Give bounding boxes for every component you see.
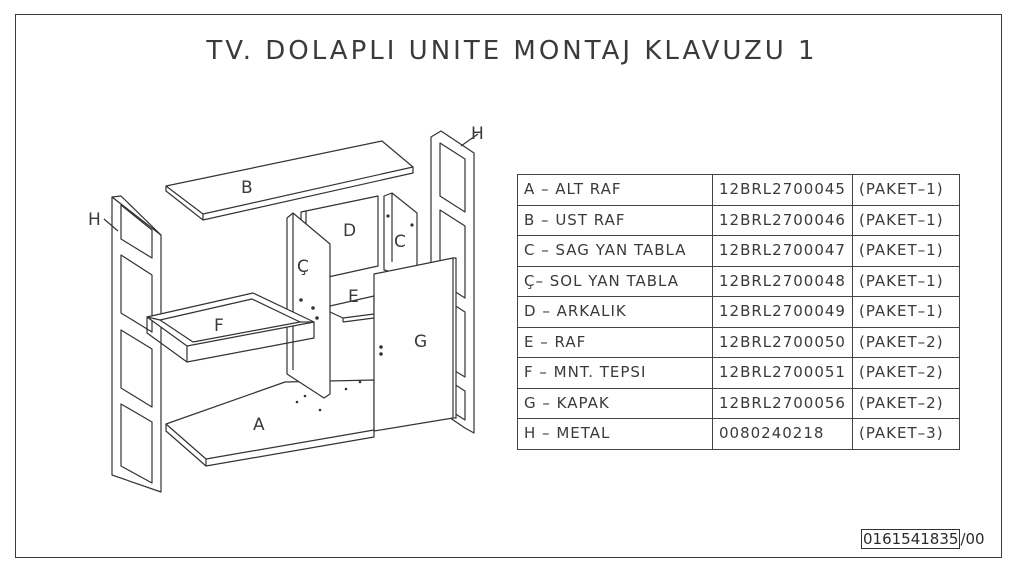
doc-number-box: 0161541835: [861, 529, 961, 549]
part-code: 12BRL2700049: [712, 296, 853, 328]
left-metal-frame: [111, 195, 162, 493]
screw-holes: [295, 380, 362, 412]
part-code: 12BRL2700048: [712, 265, 853, 297]
part-package: (PAKET–1): [851, 235, 960, 267]
label-c: C: [394, 232, 406, 252]
part-label: F – MNT. TEPSI: [517, 357, 713, 389]
tray-f: [146, 292, 315, 363]
label-f: F: [214, 316, 224, 336]
part-package: (PAKET–1): [851, 174, 960, 206]
bottom-shelf-a: [165, 379, 375, 467]
part-code: 12BRL2700047: [712, 235, 853, 267]
part-code: 12BRL2700045: [712, 174, 853, 206]
label-c-cedilla: Ç: [297, 257, 309, 277]
label-d: D: [343, 221, 356, 241]
part-label: C – SAG YAN TABLA: [517, 235, 713, 267]
page-title: TV. DOLAPLI UNITE MONTAJ KLAVUZU 1: [206, 36, 818, 66]
top-shelf-b: [165, 140, 414, 221]
leader-line-h-right: [460, 133, 479, 147]
drawing-frame: [15, 14, 1002, 558]
leader-line-h-left: [103, 218, 119, 232]
part-code: 12BRL2700056: [712, 387, 853, 419]
document-number: 0161541835/00: [861, 529, 985, 549]
doc-revision: /00: [960, 530, 985, 548]
label-h-left: H: [88, 210, 101, 230]
label-a: A: [253, 415, 265, 435]
part-label: B – UST RAF: [517, 204, 713, 236]
part-label: E – RAF: [517, 326, 713, 358]
part-code: 12BRL2700046: [712, 204, 853, 236]
door-g: [373, 257, 457, 432]
part-label: G – KAPAK: [517, 387, 713, 419]
part-code: 12BRL2700050: [712, 326, 853, 358]
part-package: (PAKET–1): [851, 204, 960, 236]
part-label: A – ALT RAF: [517, 174, 713, 206]
part-package: (PAKET–1): [851, 265, 960, 297]
label-h-right: H: [471, 124, 484, 144]
label-g: G: [414, 332, 427, 352]
right-side-panel-c: [383, 192, 418, 279]
label-e: E: [348, 287, 359, 307]
part-code: 0080240218: [712, 418, 853, 450]
part-label: D – ARKALIK: [517, 296, 713, 328]
left-side-panel-c-cedilla: [286, 212, 331, 399]
part-label: H – METAL: [517, 418, 713, 450]
part-package: (PAKET–3): [851, 418, 960, 450]
part-package: (PAKET–1): [851, 296, 960, 328]
part-package: (PAKET–2): [851, 326, 960, 358]
part-package: (PAKET–2): [851, 387, 960, 419]
part-label: Ç– SOL YAN TABLA: [517, 265, 713, 297]
part-package: (PAKET–2): [851, 357, 960, 389]
middle-shelf-e: [329, 295, 375, 323]
part-code: 12BRL2700051: [712, 357, 853, 389]
label-b: B: [241, 178, 253, 198]
